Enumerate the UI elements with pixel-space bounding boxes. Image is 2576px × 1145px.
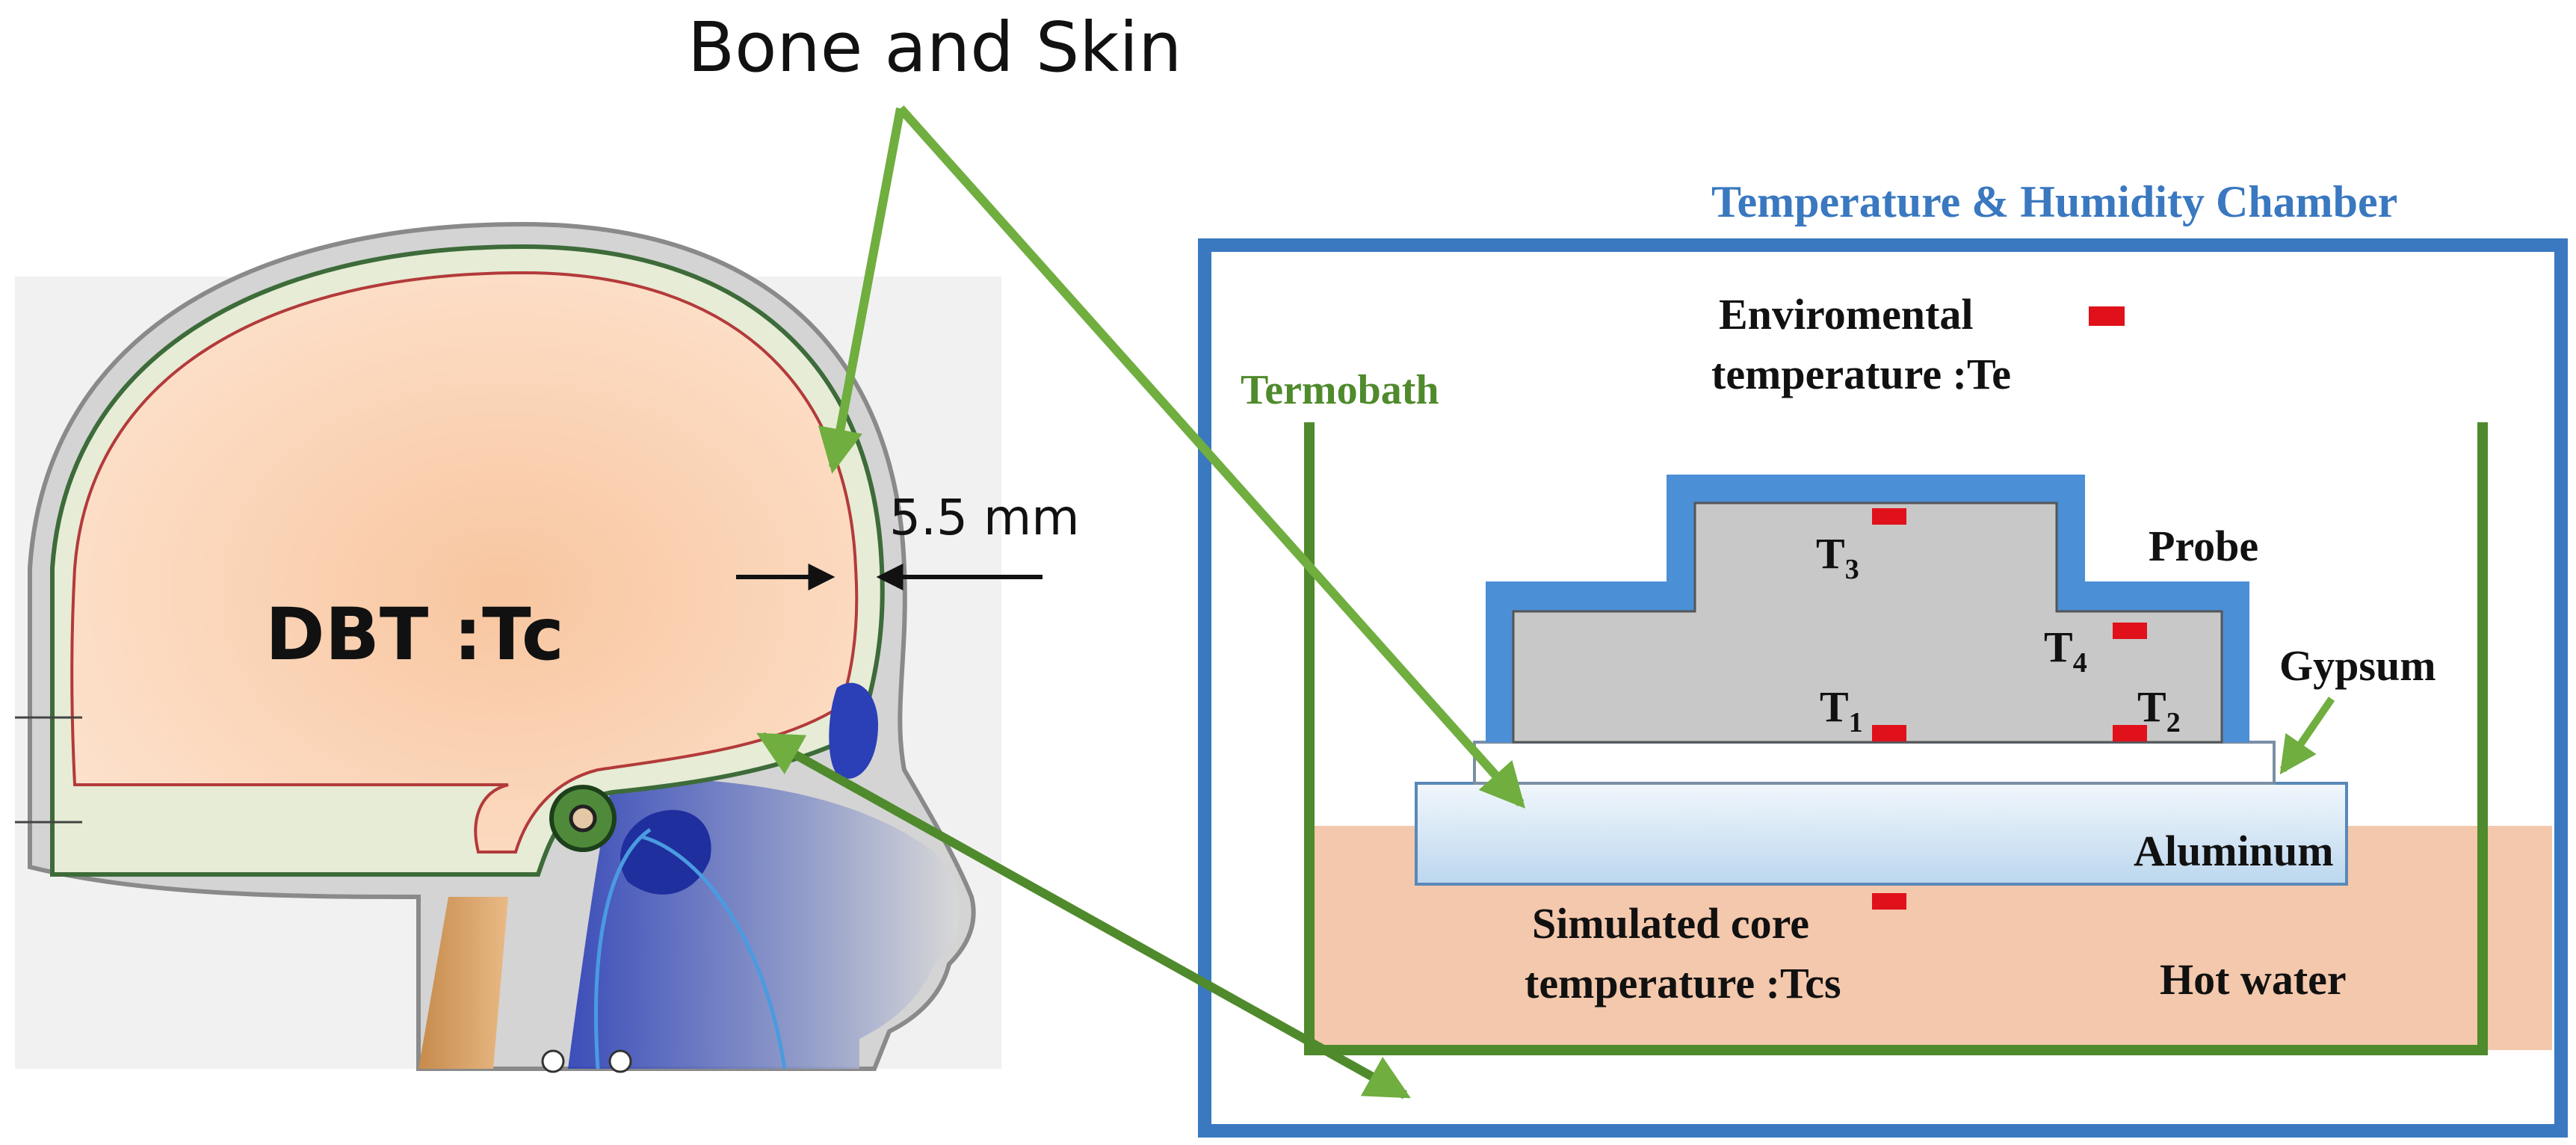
arrow-brain-to-bath: [756, 732, 1411, 1099]
enviro-label-line1: Enviromental: [1719, 290, 1974, 339]
arrow-bone-to-head: [818, 107, 905, 474]
sensor-tcs: [1872, 893, 1906, 910]
head-illustration: [15, 221, 1001, 1073]
hot-water-label: Hot water: [2160, 955, 2347, 1004]
ear-canal: [569, 804, 597, 833]
probe-marker-2: [608, 1049, 632, 1073]
aluminum-label: Aluminum: [2134, 827, 2334, 875]
sim-label-line1: Simulated core: [1532, 899, 1809, 948]
chamber-title: Temperature & Humidity Chamber: [1711, 177, 2397, 226]
neck: [418, 897, 508, 1069]
dbt-label: DBT :Tc: [265, 593, 564, 676]
gypsum-pointer-arrow: [2279, 697, 2335, 775]
enviro-label-line2: temperature :Te: [1711, 350, 2011, 398]
chamber-box: [1198, 238, 2568, 1138]
sensor-t3: [1872, 508, 1906, 525]
gypsum-label: Gypsum: [2279, 641, 2436, 690]
nasal-cavity: [620, 809, 711, 895]
sensor-t4: [2113, 623, 2147, 639]
arrow-bone-to-gypsum: [897, 105, 1525, 809]
sensor-t1-label: T1: [1820, 682, 1863, 738]
sensor-t4-label: T4: [2044, 623, 2087, 679]
probe-marker-1: [541, 1049, 565, 1073]
light-path-1: [594, 827, 652, 1070]
sensor-t2-label: T2: [2137, 682, 2181, 738]
bone-skin-label: Bone and Skin: [688, 7, 1182, 87]
gypsum-core: [1512, 501, 2223, 744]
sensor-t1: [1872, 725, 1906, 741]
termobath-label: Termobath: [1241, 367, 1439, 413]
thickness-label: 5.5 mm: [889, 489, 1080, 546]
sim-label-line2: temperature :Tcs: [1525, 959, 1841, 1007]
gypsum-slab: [1473, 741, 2276, 785]
sensor-t2: [2113, 725, 2147, 741]
probe-label: Probe: [2149, 522, 2258, 570]
sensor-t3-label: T3: [1816, 529, 1859, 585]
sensor-te: [2089, 306, 2125, 326]
